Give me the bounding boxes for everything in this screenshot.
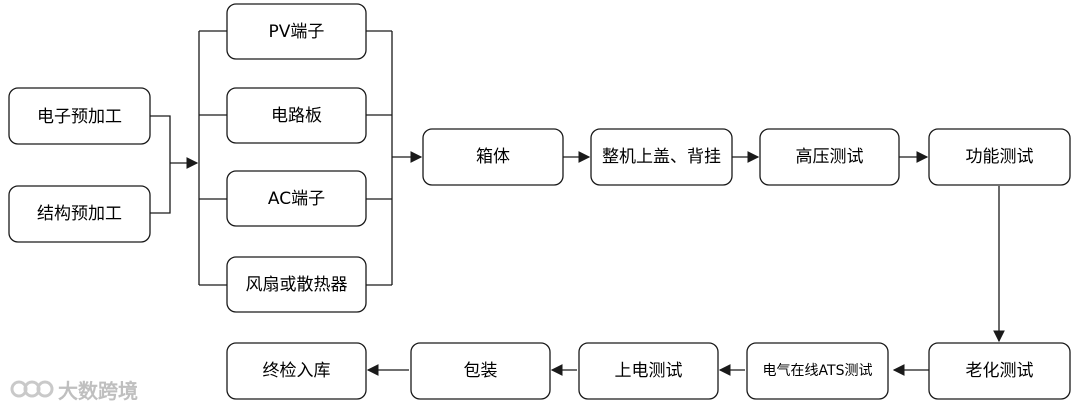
node-ac-terminal-label: AC端子 [268, 189, 325, 209]
node-fan-or-heatsink: 风扇或散热器 [226, 256, 367, 313]
node-final-inspection-storage-label: 终检入库 [263, 361, 331, 381]
node-high-voltage-test: 高压测试 [759, 128, 900, 186]
node-online-ats-test-label: 电气在线ATS测试 [763, 363, 873, 379]
node-power-on-test-label: 上电测试 [615, 361, 683, 381]
node-power-on-test: 上电测试 [578, 342, 719, 400]
watermark-logo-icon [10, 380, 54, 398]
node-pv-terminal-label: PV端子 [269, 22, 325, 42]
node-pv-terminal: PV端子 [226, 3, 367, 60]
node-ac-terminal: AC端子 [226, 170, 367, 227]
node-function-test-label: 功能测试 [966, 147, 1034, 167]
nodes: 电子预加工 结构预加工 PV端子 电路板 AC端子 风扇或散热器 箱体 [8, 3, 1071, 400]
node-aging-test-label: 老化测试 [966, 361, 1034, 381]
node-structure-preprocess: 结构预加工 [8, 185, 151, 243]
node-aging-test: 老化测试 [928, 342, 1071, 400]
node-high-voltage-test-label: 高压测试 [796, 147, 864, 167]
watermark-text: 大数跨境 [58, 378, 138, 403]
node-enclosure-label: 箱体 [476, 147, 510, 167]
watermark: 大数跨境 [10, 374, 138, 404]
node-top-cover-back-hang: 整机上盖、背挂 [590, 128, 733, 186]
node-final-inspection-storage: 终检入库 [226, 342, 367, 400]
node-structure-preprocess-label: 结构预加工 [37, 204, 122, 224]
node-top-cover-back-hang-label: 整机上盖、背挂 [602, 147, 721, 167]
node-circuit-board-label: 电路板 [271, 106, 322, 126]
connector-structure-to-merge [150, 163, 171, 214]
node-packaging: 包装 [410, 342, 551, 400]
node-packaging-label: 包装 [464, 361, 498, 381]
connectors [150, 30, 1005, 376]
node-electronic-preprocess-label: 电子预加工 [37, 107, 122, 127]
node-fan-or-heatsink-label: 风扇或散热器 [246, 275, 348, 295]
node-enclosure: 箱体 [422, 128, 564, 186]
node-electronic-preprocess: 电子预加工 [8, 87, 151, 145]
node-function-test: 功能测试 [928, 128, 1071, 186]
node-circuit-board: 电路板 [226, 87, 367, 144]
connector-electronic-to-merge [150, 115, 171, 163]
node-online-ats-test: 电气在线ATS测试 [746, 342, 889, 400]
